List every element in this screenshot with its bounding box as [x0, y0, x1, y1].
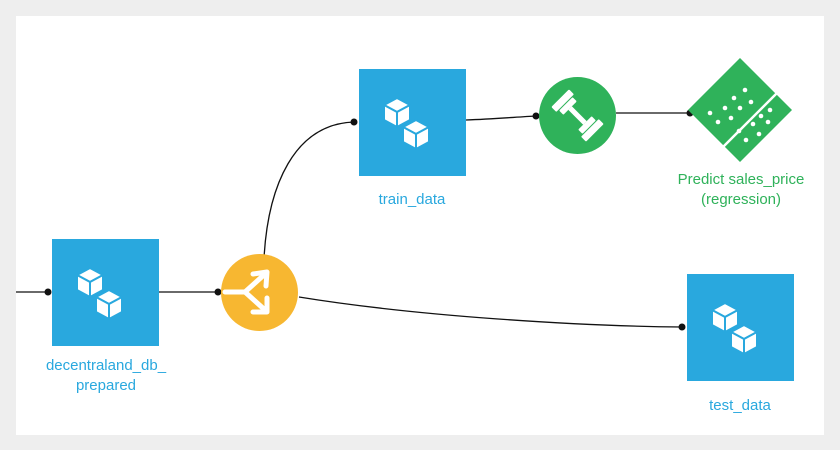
edge-dot [532, 112, 540, 120]
dataset-test-node[interactable] [687, 274, 794, 381]
dataset-source-node[interactable] [52, 239, 159, 346]
model-label: Predict sales_price (regression) [656, 170, 824, 210]
edge-dot [44, 288, 52, 296]
dataset-test-label-text: test_data [709, 397, 771, 414]
edge-split-to-test [298, 296, 683, 328]
dataset-test-label: test_data [680, 396, 800, 416]
flow-edges [16, 109, 694, 331]
dataset-train-label: train_data [352, 190, 472, 210]
edge-dot [678, 323, 686, 331]
edge-dot [214, 288, 222, 296]
stacked-cubes-icon [76, 267, 123, 320]
edge-split-to-train [263, 121, 355, 259]
split-recipe-node[interactable] [221, 254, 298, 331]
dumbbell-icon [551, 89, 604, 142]
train-recipe-node[interactable] [539, 77, 616, 154]
dataset-source-label-line2: prepared [75, 377, 137, 394]
flow-canvas: decentraland_db_ prepared tr [16, 16, 824, 435]
split-arrows-icon [222, 269, 270, 315]
stacked-cubes-icon [711, 302, 758, 355]
dataset-source-label-line1: decentraland_db_ [45, 357, 167, 374]
dataset-train-node[interactable] [359, 69, 466, 176]
stacked-cubes-icon [383, 97, 430, 150]
dataset-source-label: decentraland_db_ prepared [24, 356, 188, 396]
model-label-line1: Predict sales_price [677, 171, 805, 188]
edge-dot [350, 118, 358, 126]
model-label-line2: (regression) [700, 191, 782, 208]
edge-train-to-recipe [465, 115, 537, 121]
model-node[interactable] [688, 58, 792, 162]
scatter-split-icon [688, 58, 792, 162]
dataset-train-label-text: train_data [378, 191, 446, 208]
